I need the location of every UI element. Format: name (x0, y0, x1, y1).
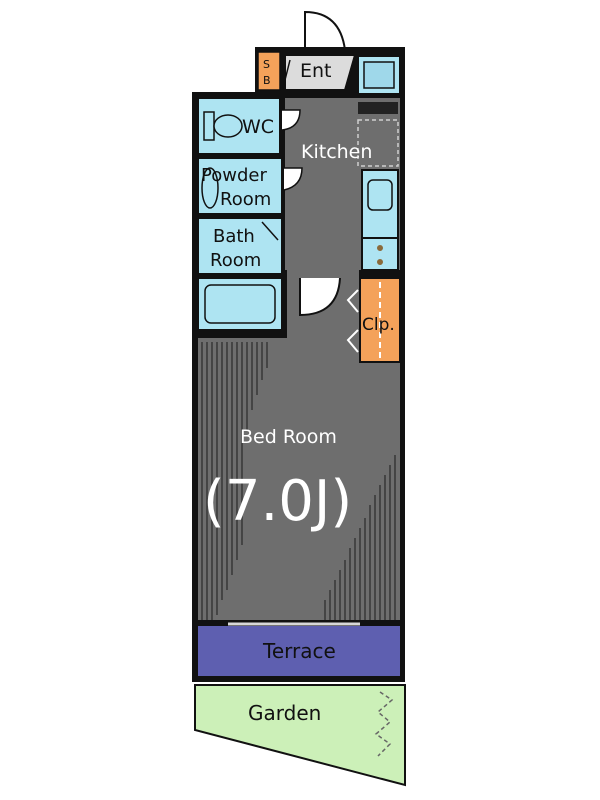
entrance-label: Ent (300, 60, 332, 82)
garden-label: Garden (248, 701, 321, 725)
bath-room-label-line2: Room (210, 250, 261, 271)
shoe-box-label-b: B (263, 74, 271, 87)
bedroom-label: Bed Room (240, 426, 337, 448)
fridge-space (357, 55, 401, 95)
wc-label: WC (242, 116, 274, 138)
shoe-box: S B (257, 51, 281, 91)
terrace-label: Terrace (262, 639, 336, 663)
terrace: Terrace (192, 620, 405, 682)
kitchen-label: Kitchen (301, 141, 372, 163)
kitchen-counter (357, 102, 399, 271)
bedroom-size: (7.0J) (203, 469, 352, 534)
closet-label: Clp. (362, 315, 395, 335)
wc-room: WC (197, 97, 301, 155)
bedroom-hatching (201, 342, 396, 620)
bathtub (197, 277, 283, 331)
shoe-box-label-s: S (263, 58, 270, 71)
powder-room-label-line1: Powder (201, 165, 267, 186)
entrance-door (304, 10, 346, 51)
bath-room: Bath Room (197, 217, 283, 275)
closet: Clp. (346, 277, 401, 363)
bath-room-label-line1: Bath (213, 226, 255, 247)
entrance-area: Ent (282, 54, 357, 91)
powder-room: Powder Room (197, 157, 303, 215)
garden: Garden (194, 684, 406, 787)
powder-room-label-line2: Room (220, 189, 271, 210)
bedroom-door (299, 277, 341, 317)
